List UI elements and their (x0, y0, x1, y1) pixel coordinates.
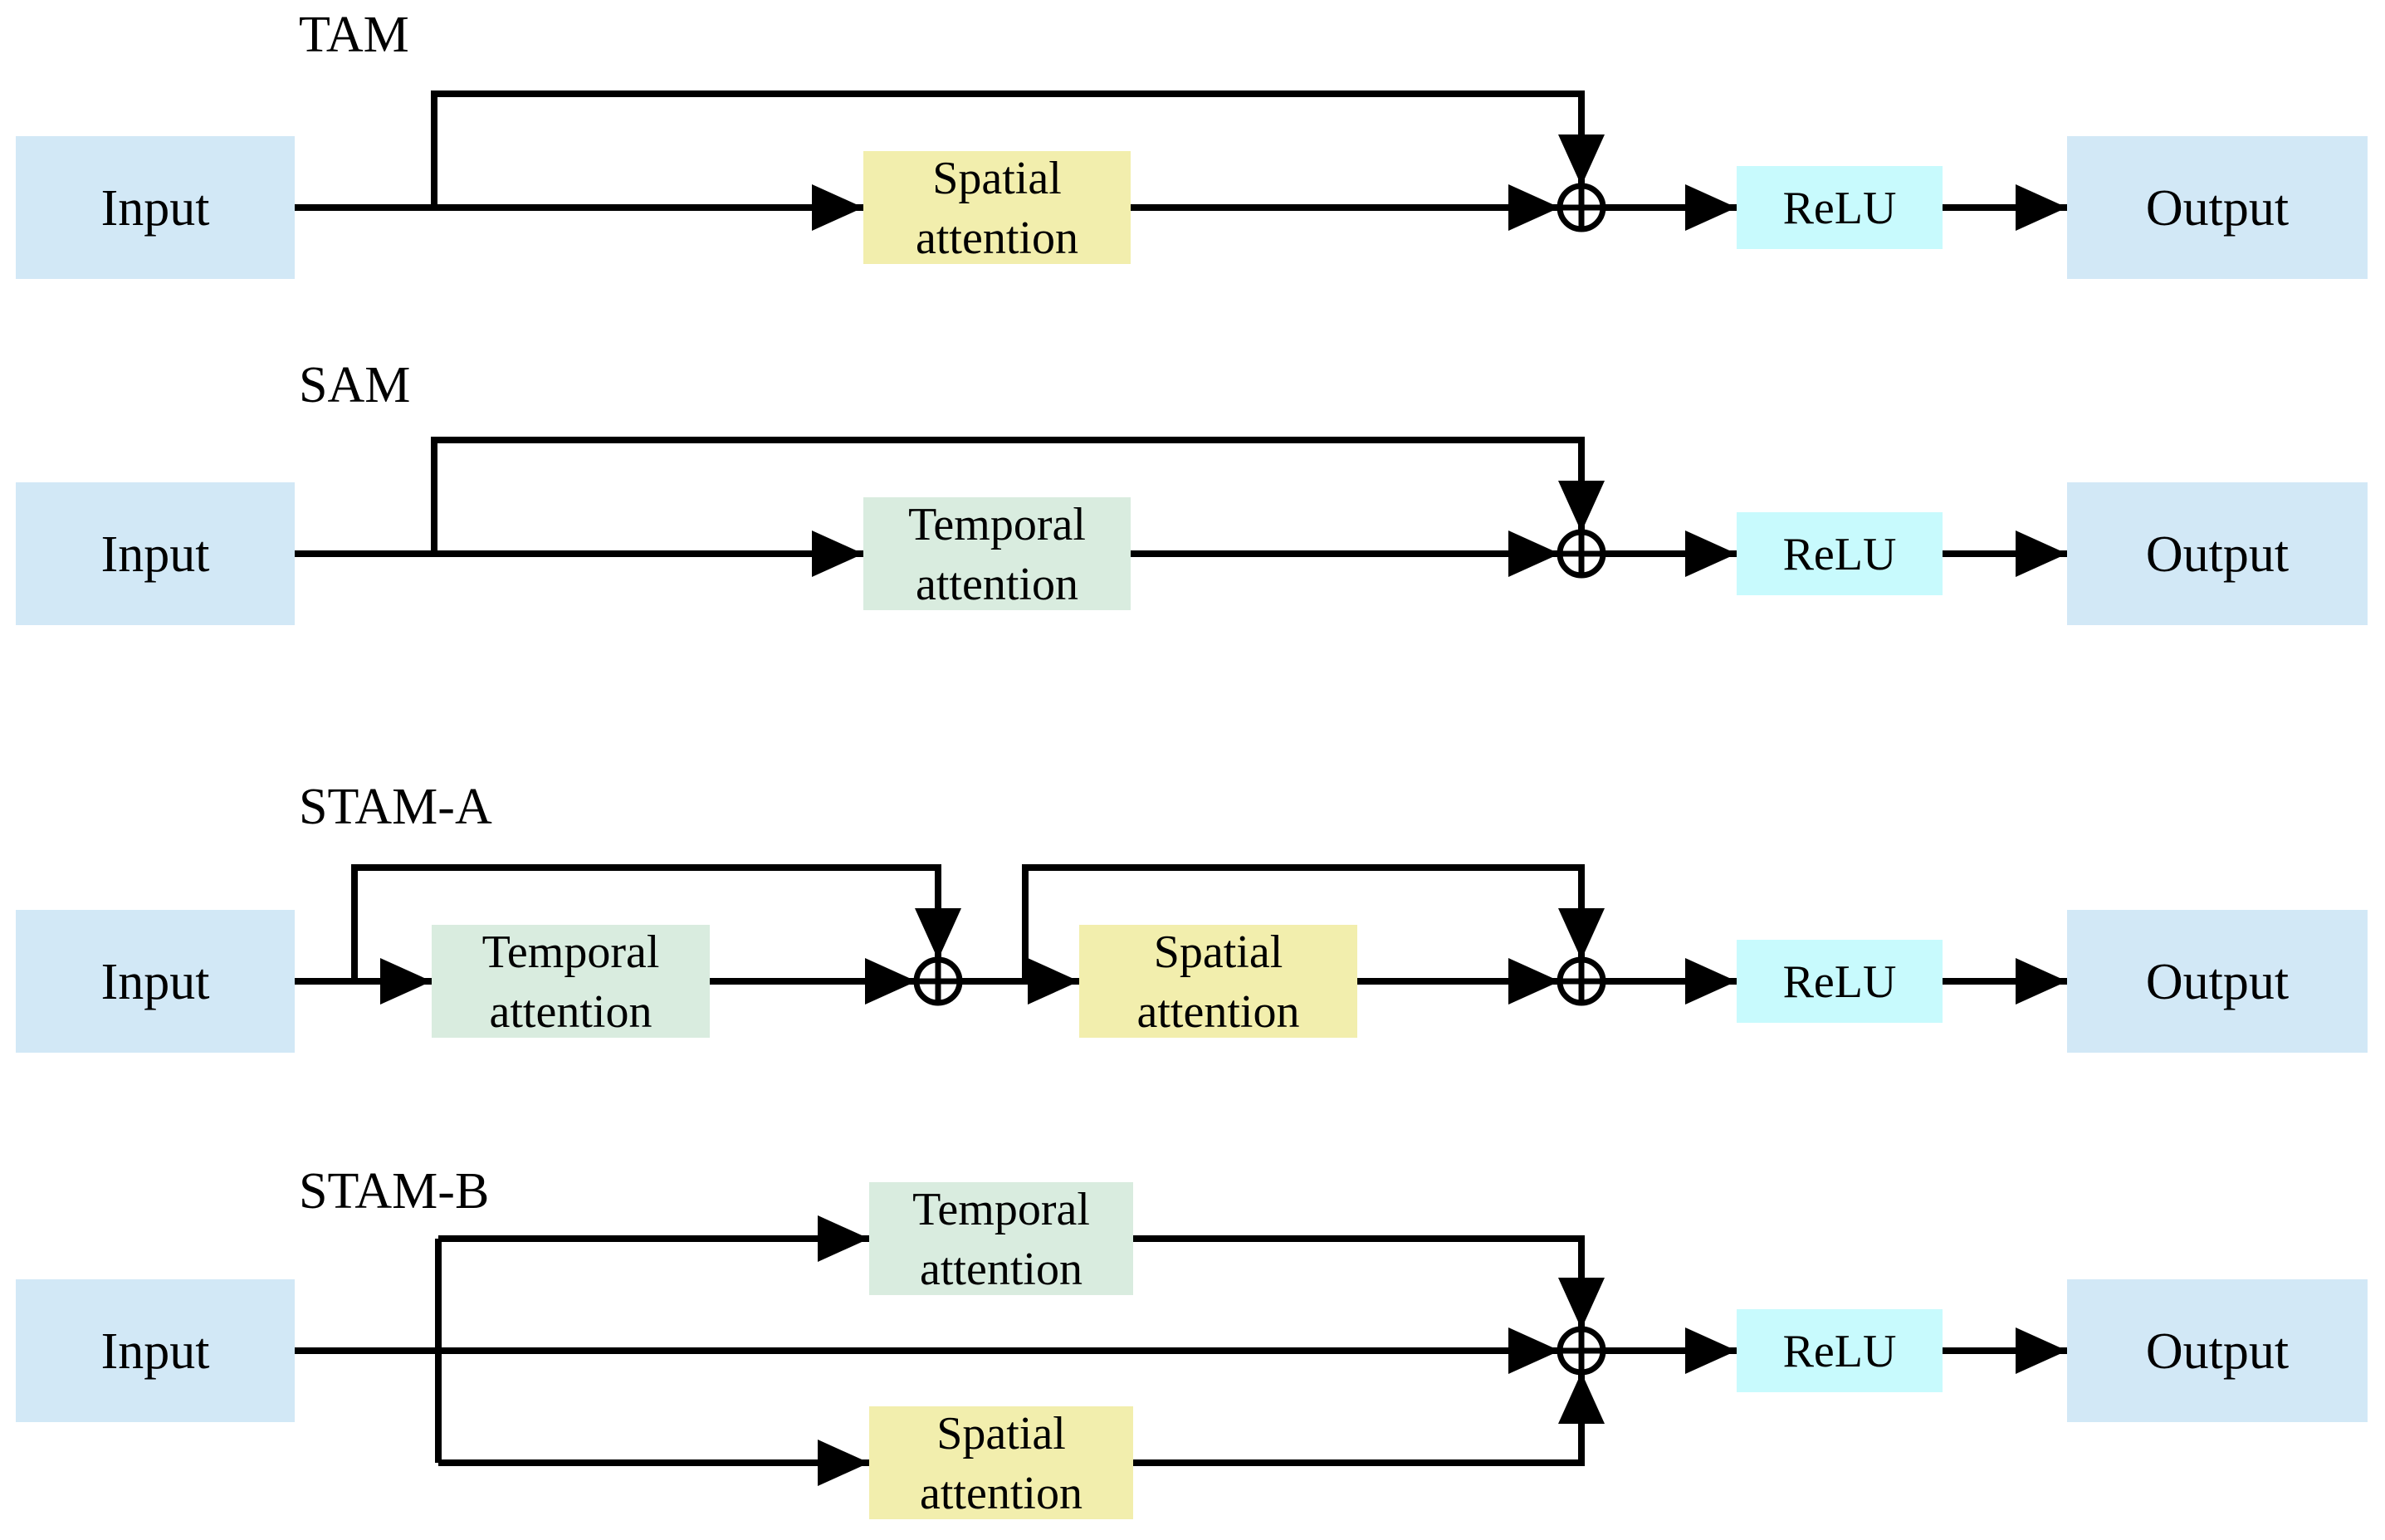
connection-lines-layer (295, 90, 2067, 1486)
sam-temporal-attention-box-rect (863, 497, 1131, 610)
stama-temporal-attention-box-rect (432, 925, 710, 1038)
stama-relu-box-rect (1737, 940, 1943, 1023)
stamb-spatial-attention-box-rect (869, 1406, 1133, 1519)
sam-relu-box-rect (1737, 512, 1943, 595)
stama-relu-box-label: ReLU (1783, 956, 1897, 1008)
tam-row-label: TAM (299, 7, 409, 63)
sam-output-box: Output (2067, 482, 2368, 625)
stamb-relu-box: ReLU (1737, 1309, 1943, 1392)
stamb-output-box-label: Output (2146, 1323, 2289, 1380)
stama-row-label: STAM-A (299, 779, 492, 835)
sam-sum-node-plus-icon (1560, 532, 1603, 575)
tam-skip-connection (431, 90, 1605, 208)
tam-output-box-rect (2067, 136, 2368, 279)
stamb-input-box: Input (16, 1279, 295, 1422)
stama-sum1-node-plus-icon (916, 960, 960, 1003)
tam-input-box-label: Input (101, 180, 210, 237)
stamb-input-box-label: Input (101, 1323, 210, 1380)
stamb-relu-box-rect (1737, 1309, 1943, 1392)
stama-output-box-label: Output (2146, 954, 2289, 1010)
stama-sum1-node (913, 956, 963, 1006)
tam-output-box: Output (2067, 136, 2368, 279)
tam-spatial-attention-box-rect (863, 151, 1131, 264)
sam-input-box-label: Input (101, 526, 210, 583)
stamb-relu-box-label: ReLU (1783, 1326, 1897, 1377)
tam-relu-box-rect (1737, 166, 1943, 249)
stama-relu-box: ReLU (1737, 940, 1943, 1023)
sam-sum-node (1557, 529, 1606, 579)
stama-skip2-connection (1022, 864, 1605, 981)
stama-sum2-node (1557, 956, 1606, 1006)
tam-sum-node-plus-icon (1560, 186, 1603, 229)
stama-skip1-connection (351, 864, 961, 981)
sam-input-box: Input (16, 482, 295, 625)
sam-relu-box-label: ReLU (1783, 529, 1897, 580)
sam-relu-box: ReLU (1737, 512, 1943, 595)
stama-input-box-rect (16, 910, 295, 1053)
stamb-row-label: STAM-B (299, 1163, 489, 1220)
sam-row-label: SAM (299, 357, 410, 413)
sam-input-box-rect (16, 482, 295, 625)
tam-relu-box: ReLU (1737, 166, 1943, 249)
tam-relu-box-label: ReLU (1783, 183, 1897, 234)
sam-skip-connection (431, 437, 1605, 554)
stama-output-box: Output (2067, 910, 2368, 1053)
stamb-sum-node (1557, 1326, 1606, 1376)
sam-output-box-label: Output (2146, 526, 2289, 583)
tam-output-box-label: Output (2146, 180, 2289, 237)
stamb-temporal-to-sum-arrow (1133, 1235, 1605, 1329)
stamb-output-box: Output (2067, 1279, 2368, 1422)
stama-output-box-rect (2067, 910, 2368, 1053)
tam-input-box: Input (16, 136, 295, 279)
stamb-temporal-attention-box-rect (869, 1182, 1133, 1295)
tam-sum-node (1557, 183, 1606, 232)
stamb-spatial-to-sum-arrow (1133, 1372, 1605, 1466)
stama-sum2-node-plus-icon (1560, 960, 1603, 1003)
stama-spatial-attention-box-rect (1079, 925, 1357, 1038)
sam-output-box-rect (2067, 482, 2368, 625)
tam-input-box-rect (16, 136, 295, 279)
stamb-output-box-rect (2067, 1279, 2368, 1422)
stamb-input-box-rect (16, 1279, 295, 1422)
stama-input-box-label: Input (101, 954, 210, 1010)
stama-input-box: Input (16, 910, 295, 1053)
stamb-sum-node-plus-icon (1560, 1329, 1603, 1372)
